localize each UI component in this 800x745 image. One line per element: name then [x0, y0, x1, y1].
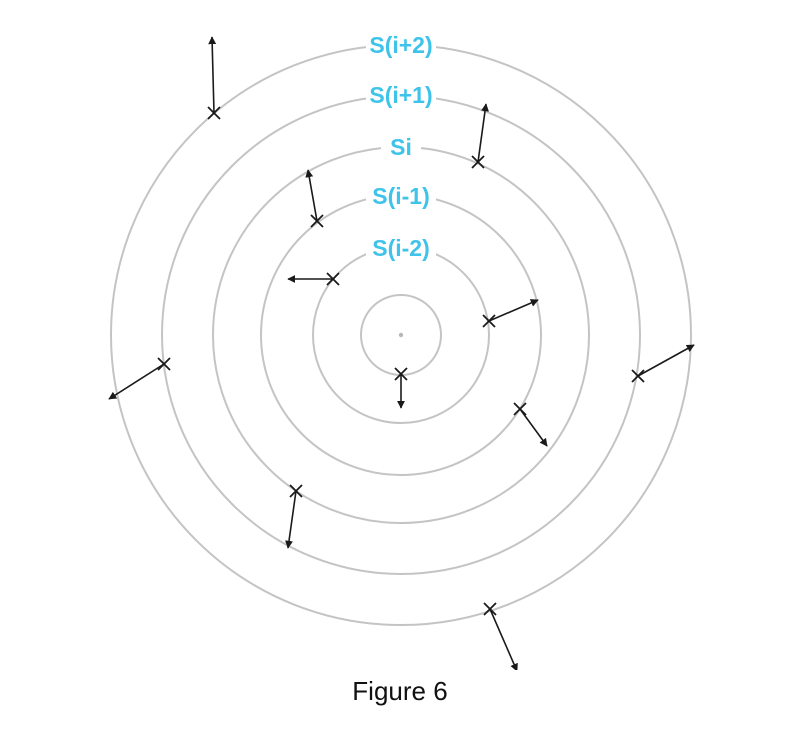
vector-s-i-upper-right [471, 103, 489, 169]
center-point [398, 332, 404, 338]
ring-labels-group: S(i+2) S(i+1) Si S(i-1) S(i-2) [366, 29, 436, 262]
vector-s-i-minus-2-right [482, 299, 539, 328]
label-s-i-plus-1: S(i+1) [369, 82, 432, 108]
label-s-i-minus-2: S(i-2) [372, 235, 430, 261]
vector-s-i-minus-1-lower-right [513, 402, 548, 447]
vector-s-i-plus-1-left [108, 357, 171, 400]
vector-s-i-minus-2-left [287, 272, 340, 286]
vector-s-i-plus-1-lower-left [285, 484, 303, 549]
vector-s-i-plus-1-right [631, 344, 695, 383]
label-s-i-plus-2: S(i+2) [369, 32, 432, 58]
vector-s-i-minus-1-upper-left [305, 169, 324, 228]
figure-caption: Figure 6 [352, 676, 448, 706]
vector-s-i-plus-2-upper-left [207, 36, 221, 120]
vectors-group [108, 36, 695, 670]
label-s-i: Si [390, 134, 412, 160]
vector-s-i-minus-2-bottom [394, 367, 408, 409]
label-s-i-minus-1: S(i-1) [372, 183, 430, 209]
concentric-surfaces-diagram: S(i+2) S(i+1) Si S(i-1) S(i-2) [108, 29, 695, 670]
vector-s-i-plus-2-bottom [483, 602, 518, 670]
